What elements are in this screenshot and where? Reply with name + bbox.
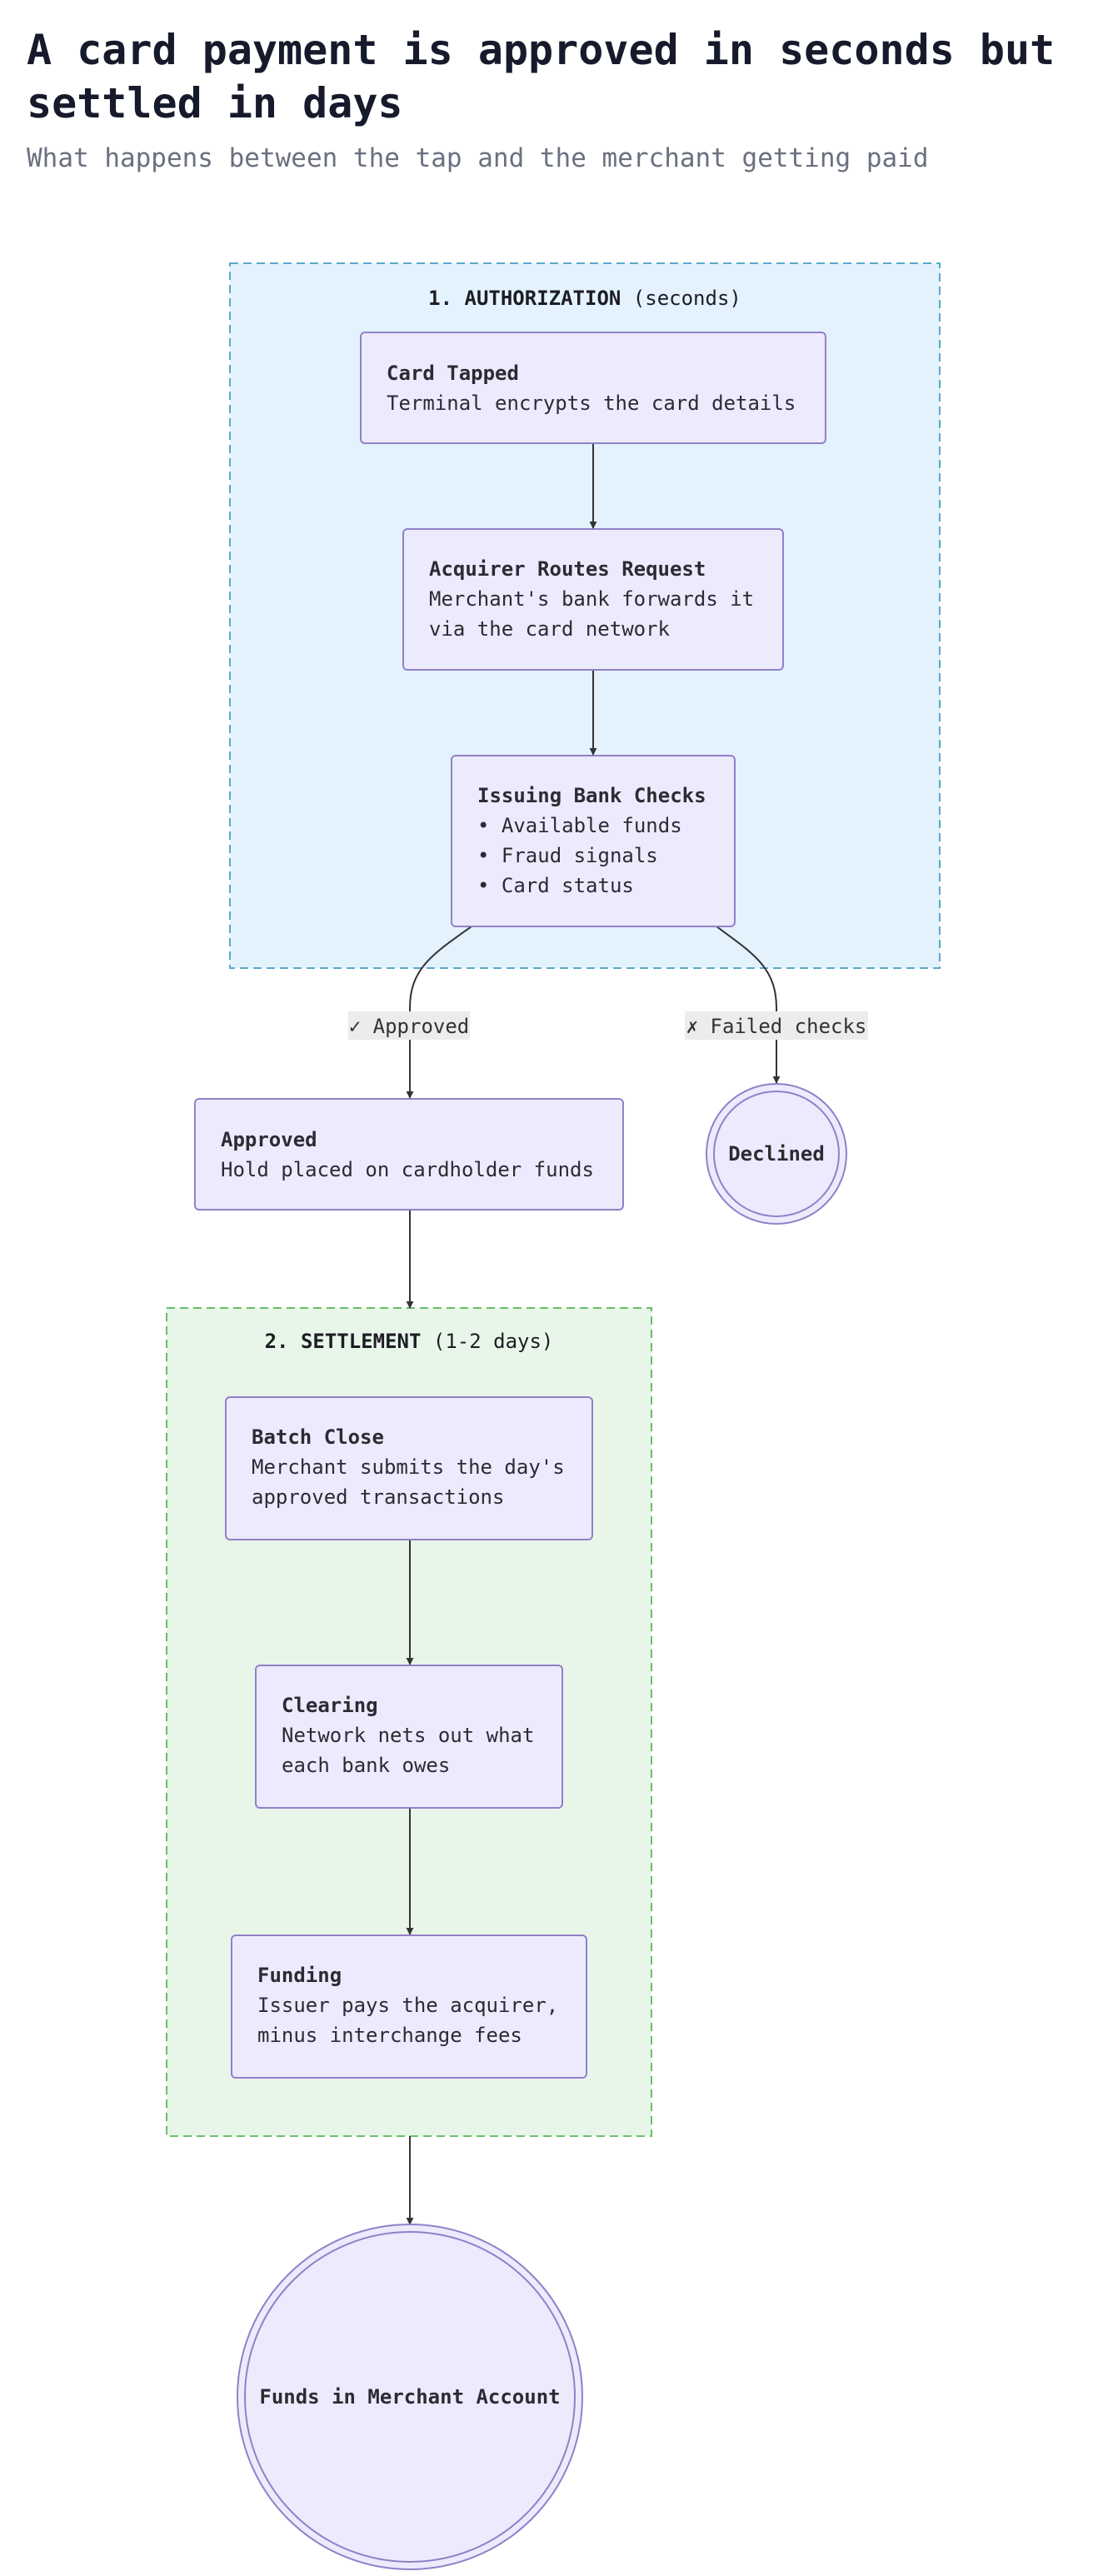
node-issuing-box [451, 755, 736, 927]
node-declined-inner [713, 1091, 840, 1217]
node-card-tapped-line: Terminal encrypts the card details [387, 392, 796, 415]
node-funds: Funds in Merchant Account [237, 2224, 583, 2570]
node-funds-inner [244, 2231, 576, 2563]
node-issuing-line: • Fraud signals [477, 844, 658, 867]
node-clearing-title: Clearing [282, 1694, 378, 1717]
node-batch-close-box [225, 1396, 593, 1540]
node-card-tapped-box [360, 332, 826, 444]
edges [406, 443, 781, 2225]
node-funding: Funding Issuer pays the acquirer, minus … [231, 1934, 587, 2079]
node-approved: Approved Hold placed on cardholder funds [194, 1098, 624, 1211]
edge-label-approved: ✓ Approved [348, 1011, 470, 1040]
node-approved-line: Hold placed on cardholder funds [221, 1158, 594, 1181]
authorization-group-title: 1. AUTHORIZATION (seconds) [428, 287, 741, 310]
node-funding-line: Issuer pays the acquirer, [257, 1994, 558, 2017]
node-funding-box [231, 1934, 587, 2079]
edge-label-approved-bg [348, 1011, 470, 1040]
node-declined-title: Declined [728, 1142, 825, 1166]
edge-label-failed-bg [685, 1011, 868, 1040]
node-clearing-line: Network nets out what [282, 1724, 534, 1747]
node-issuing-title: Issuing Bank Checks [477, 784, 706, 807]
settlement-group-title: 2. SETTLEMENT (1-2 days) [265, 1330, 554, 1353]
edge-label-approved-text: ✓ Approved [349, 1015, 470, 1038]
edge-label-failed-text: ✗ Failed checks [686, 1015, 867, 1038]
node-declined: Declined [706, 1083, 847, 1225]
node-clearing: Clearing Network nets out what each bank… [255, 1665, 563, 1809]
node-approved-title: Approved [221, 1128, 317, 1151]
edge-label-failed: ✗ Failed checks [685, 1011, 868, 1040]
node-batch-close-line: Merchant submits the day's [252, 1455, 565, 1479]
node-issuing-line: • Card status [477, 874, 634, 897]
page-subtitle: What happens between the tap and the mer… [27, 143, 929, 173]
edge-issuing-to-approved [406, 926, 472, 1099]
node-issuing-line: • Available funds [477, 814, 682, 837]
node-issuing: Issuing Bank Checks • Available funds • … [451, 755, 736, 927]
node-funding-line: minus interchange fees [257, 2024, 522, 2047]
node-card-tapped-title: Card Tapped [387, 362, 519, 385]
node-approved-box [194, 1098, 624, 1211]
node-acquirer-title: Acquirer Routes Request [429, 557, 706, 581]
node-acquirer-line: via the card network [429, 617, 671, 641]
node-clearing-line: each bank owes [282, 1754, 450, 1777]
edge-issuing-to-declined [716, 926, 781, 1084]
node-acquirer-box [402, 528, 784, 671]
page-title: A card payment is approved in seconds bu… [27, 26, 1056, 127]
node-batch-close-title: Batch Close [252, 1425, 384, 1449]
node-batch-close-line: approved transactions [252, 1485, 504, 1509]
node-acquirer-line: Merchant's bank forwards it [429, 587, 754, 611]
node-funding-title: Funding [257, 1964, 342, 1987]
node-acquirer: Acquirer Routes Request Merchant's bank … [402, 528, 784, 671]
node-card-tapped: Card Tapped Terminal encrypts the card d… [360, 332, 826, 444]
node-clearing-box [255, 1665, 563, 1809]
node-funds-title: Funds in Merchant Account [259, 2385, 560, 2409]
node-batch-close: Batch Close Merchant submits the day's a… [225, 1396, 593, 1540]
